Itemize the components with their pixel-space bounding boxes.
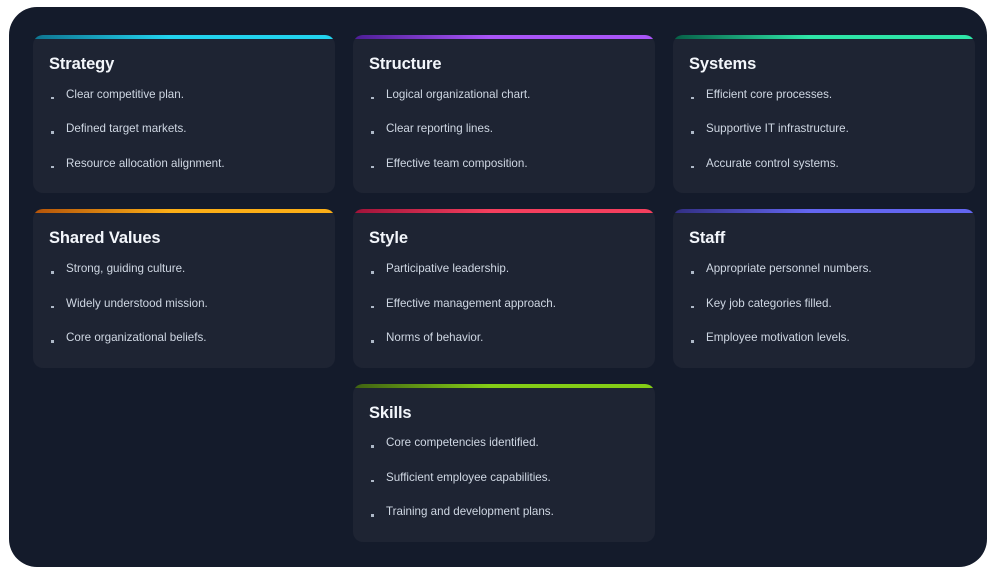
list-item: Defined target markets. xyxy=(49,122,317,136)
list-item-label: Norms of behavior. xyxy=(386,331,484,345)
list-item: Appropriate personnel numbers. xyxy=(689,262,957,276)
card-title-staff: Staff xyxy=(689,229,726,248)
bullet-dot-icon xyxy=(691,131,694,134)
bullet-dot-icon xyxy=(691,305,694,309)
list-item-label: Supportive IT infrastructure. xyxy=(706,122,849,136)
list-item-label: Defined target markets. xyxy=(66,122,187,136)
bullet-dot-icon xyxy=(371,340,374,343)
list-item: Employee motivation levels. xyxy=(689,331,957,345)
bullet-dot-icon xyxy=(371,445,374,448)
bullet-list-strategy: Clear competitive plan. Defined target m… xyxy=(49,88,317,171)
accent-bar-style xyxy=(353,209,655,214)
bullet-dot-icon xyxy=(371,96,374,100)
accent-bar-staff xyxy=(673,209,975,214)
list-item: Logical organizational chart. xyxy=(369,88,637,102)
card-shared-values[interactable]: Shared Values Strong, guiding culture. W… xyxy=(33,209,335,368)
accent-bar-systems xyxy=(673,35,975,39)
list-item-label: Widely understood mission. xyxy=(66,296,208,310)
list-item-label: Logical organizational chart. xyxy=(386,87,531,101)
bullet-dot-icon xyxy=(51,340,54,343)
list-item-label: Clear competitive plan. xyxy=(66,87,184,101)
skills-row: Skills Core competencies identified. Suf… xyxy=(33,383,967,542)
card-title-strategy: Strategy xyxy=(49,55,115,73)
bullet-list-structure: Logical organizational chart. Clear repo… xyxy=(369,88,637,171)
list-item-label: Participative leadership. xyxy=(386,262,510,276)
list-item-label: Core competencies identified. xyxy=(386,436,539,450)
list-item-label: Key job categories filled. xyxy=(706,296,832,310)
card-title-structure: Structure xyxy=(369,55,442,73)
list-item-label: Effective management approach. xyxy=(386,296,556,310)
bullet-list-style: Participative leadership. Effective mana… xyxy=(369,262,637,345)
list-item-label: Sufficient employee capabilities. xyxy=(386,470,551,484)
list-item: Clear reporting lines. xyxy=(369,122,637,136)
list-item: Norms of behavior. xyxy=(369,331,637,345)
bullet-dot-icon xyxy=(691,165,694,169)
bullet-dot-icon xyxy=(691,96,694,100)
accent-bar-skills xyxy=(353,383,655,388)
bullet-dot-icon xyxy=(691,340,694,343)
accent-bar-shared-values xyxy=(33,209,335,214)
list-item: Sufficient employee capabilities. xyxy=(369,471,637,485)
list-item: Participative leadership. xyxy=(369,262,637,276)
card-style[interactable]: Style Participative leadership. Effectiv… xyxy=(353,209,655,368)
list-item-label: Core organizational beliefs. xyxy=(66,331,207,345)
list-item: Accurate control systems. xyxy=(689,157,957,171)
card-grid: Strategy Clear competitive plan. Defined… xyxy=(33,35,975,368)
list-item-label: Effective team composition. xyxy=(386,156,528,170)
list-item: Core organizational beliefs. xyxy=(49,331,317,345)
bullet-dot-icon xyxy=(51,165,54,169)
card-systems[interactable]: Systems Efficient core processes. Suppor… xyxy=(673,35,975,194)
list-item-label: Strong, guiding culture. xyxy=(66,262,186,276)
list-item: Supportive IT infrastructure. xyxy=(689,122,957,136)
bullet-dot-icon xyxy=(691,271,694,274)
bullet-dot-icon xyxy=(371,165,374,169)
accent-bar-structure xyxy=(353,35,655,39)
card-title-systems: Systems xyxy=(689,55,757,73)
card-structure[interactable]: Structure Logical organizational chart. … xyxy=(353,35,655,194)
list-item-label: Clear reporting lines. xyxy=(386,122,493,136)
list-item: Clear competitive plan. xyxy=(49,88,317,102)
card-title-skills: Skills xyxy=(369,403,412,422)
bullet-dot-icon xyxy=(51,305,54,309)
bullet-list-shared-values: Strong, guiding culture. Widely understo… xyxy=(49,262,317,345)
bullet-dot-icon xyxy=(371,305,374,309)
list-item: Training and development plans. xyxy=(369,505,637,519)
layout-spacer xyxy=(33,384,353,542)
bullet-dot-icon xyxy=(371,271,374,274)
bullet-dot-icon xyxy=(371,514,374,517)
list-item: Effective team composition. xyxy=(369,157,637,171)
list-item-label: Resource allocation alignment. xyxy=(66,156,225,170)
bullet-list-skills: Core competencies identified. Sufficient… xyxy=(369,436,637,519)
bullet-dot-icon xyxy=(51,271,54,274)
bullet-dot-icon xyxy=(371,479,374,483)
card-title-style: Style xyxy=(369,229,408,248)
framework-board: Strategy Clear competitive plan. Defined… xyxy=(9,7,987,567)
list-item-label: Accurate control systems. xyxy=(706,156,839,170)
bullet-list-systems: Efficient core processes. Supportive IT … xyxy=(689,88,957,171)
list-item: Effective management approach. xyxy=(369,297,637,311)
list-item: Strong, guiding culture. xyxy=(49,262,317,276)
bullet-dot-icon xyxy=(51,96,54,100)
card-skills[interactable]: Skills Core competencies identified. Suf… xyxy=(353,383,655,542)
list-item-label: Employee motivation levels. xyxy=(706,331,850,345)
list-item: Widely understood mission. xyxy=(49,297,317,311)
list-item-label: Efficient core processes. xyxy=(706,87,833,101)
accent-bar-strategy xyxy=(33,35,335,39)
list-item: Key job categories filled. xyxy=(689,297,957,311)
bullet-list-staff: Appropriate personnel numbers. Key job c… xyxy=(689,262,957,345)
list-item: Core competencies identified. xyxy=(369,436,637,450)
card-staff[interactable]: Staff Appropriate personnel numbers. Key… xyxy=(673,209,975,368)
list-item-label: Appropriate personnel numbers. xyxy=(706,262,872,276)
card-strategy[interactable]: Strategy Clear competitive plan. Defined… xyxy=(33,35,335,194)
list-item-label: Training and development plans. xyxy=(386,505,554,519)
bullet-dot-icon xyxy=(51,131,54,134)
list-item: Efficient core processes. xyxy=(689,88,957,102)
card-title-shared-values: Shared Values xyxy=(49,229,161,248)
list-item: Resource allocation alignment. xyxy=(49,157,317,171)
bullet-dot-icon xyxy=(371,131,374,134)
